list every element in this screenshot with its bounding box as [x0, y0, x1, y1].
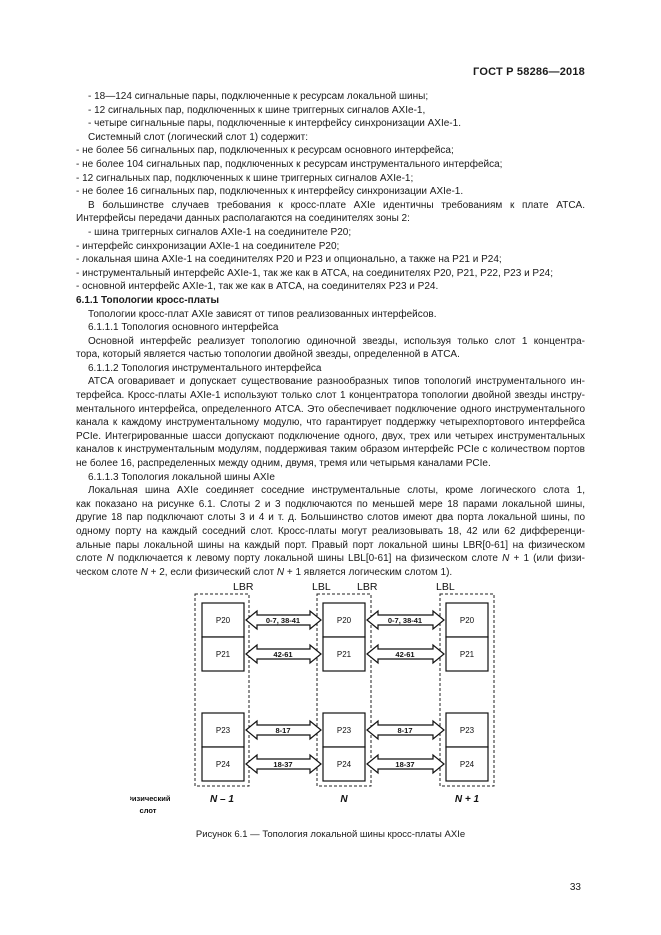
connector-label: P23	[216, 726, 231, 735]
connector-label: P24	[337, 760, 352, 769]
arrow-label: 42-61	[395, 650, 414, 659]
text-line: ческом слоте N + 2, если физический слот…	[76, 566, 453, 578]
text-line: - четыре сигнальные пары, подключенные к…	[88, 118, 461, 130]
connector-p23	[201, 712, 245, 748]
slot-outline-left	[194, 593, 250, 787]
arrow-label: 42-61	[273, 650, 292, 659]
connector-label: P21	[216, 650, 231, 659]
body-text: - 18—124 сигнальные пары, подключенные к…	[76, 90, 585, 579]
figure-local-bus-topology: LBR LBL LBR LBL P20 P21 P23 P24 P20 P	[130, 578, 550, 823]
text-line: ATCA оговаривает и допускает существован…	[88, 376, 585, 388]
subsection-heading: 6.1.1.1 Топология основного интерфейса	[88, 322, 279, 334]
text-line: - интерфейс синхронизации AXIe-1 на соед…	[76, 240, 340, 252]
connector-p24	[445, 746, 489, 782]
label-lbr: LBR	[233, 581, 254, 593]
subsection-heading: 6.1.1.3 Топология локальной шины AXIe	[88, 471, 275, 483]
arrow-label: 0-7, 38-41	[266, 616, 300, 625]
text-line: - 12 сигнальных пар, подключенных к шине…	[88, 104, 426, 116]
text-line: - инструментальный интерфейс AXIe-1, так…	[76, 267, 554, 279]
page-number: 33	[569, 882, 581, 893]
connector-p23	[445, 712, 489, 748]
connector-p23	[322, 712, 366, 748]
slot-outline-middle	[316, 593, 372, 787]
text-line: ментального интерфейса, определенного AT…	[76, 403, 585, 415]
text-line: Локальная шина AXIe соединяет соседние и…	[88, 485, 585, 497]
physical-slot-label: слот	[140, 806, 157, 815]
connector-p24	[322, 746, 366, 782]
connector-p20	[322, 602, 366, 638]
text-line: каналов к инструментальным модулям, подд…	[76, 444, 585, 456]
connector-label: P20	[216, 616, 231, 625]
slot-number: N – 1	[210, 794, 234, 805]
subsection-heading: 6.1.1.2 Топология инструментального инте…	[88, 362, 322, 374]
text-line: канала к каждому инструментальному модул…	[76, 417, 585, 429]
slot-number: N	[340, 794, 348, 805]
bus-arrow	[245, 719, 322, 741]
text-line: - не более 56 сигнальных пар, подключенн…	[76, 145, 454, 157]
text-line: не более 16, распределенных между одним,…	[76, 458, 491, 470]
connector-p21	[322, 636, 366, 672]
bus-arrow	[245, 609, 322, 631]
bus-arrow	[366, 643, 445, 665]
text-line: - основной интерфейс AXIe-1, так же как …	[76, 281, 439, 293]
text-line: - 18—124 сигнальные пары, подключенные к…	[88, 91, 429, 102]
connector-label: P23	[337, 726, 352, 735]
connector-label: P21	[460, 650, 475, 659]
arrow-label: 8-17	[397, 726, 412, 735]
arrow-label: 18-37	[395, 760, 414, 769]
connector-p21	[445, 636, 489, 672]
text-line: тора, который является частью топологии …	[76, 349, 460, 361]
topology-diagram: LBR LBL LBR LBL P20 P21 P23 P24 P20 P	[130, 581, 495, 815]
text-line: Интерфейсы передачи данных располагаются…	[76, 213, 410, 225]
text-line: как показано на рисунке 6.1. Слоты 2 и 3…	[76, 498, 585, 510]
label-lbl: LBL	[436, 581, 455, 593]
connector-label: P24	[460, 760, 475, 769]
bus-arrow	[366, 719, 445, 741]
text-line: - 12 сигнальных пар, подключенных к шине…	[76, 172, 414, 184]
connector-label: P20	[337, 616, 352, 625]
text-line: одному порту на каждый соседний слот. Кр…	[76, 526, 585, 537]
connector-label: P21	[337, 650, 352, 659]
label-lbl: LBL	[312, 581, 331, 593]
arrow-label: 8-17	[275, 726, 290, 735]
text-line: - не более 104 сигнальных пар, подключен…	[76, 158, 503, 170]
text-line: В большинстве случаев требования к кросс…	[88, 199, 585, 211]
arrow-label: 18-37	[273, 760, 292, 769]
text-line: слоте N подключается к левому порту лока…	[76, 553, 585, 565]
text-line: Топологии кросс-плат AXIe зависят от тип…	[88, 308, 437, 320]
text-line: Системный слот (логический слот 1) содер…	[88, 131, 308, 143]
connector-label: P23	[460, 726, 475, 735]
slot-number: N + 1	[455, 794, 480, 805]
text-line: другие 18 пар подключают слоты 3 и 4 и т…	[76, 512, 585, 524]
bus-arrow	[366, 753, 445, 775]
bus-arrow	[366, 609, 445, 631]
text-line: PCIe. Интегрированные шасси допускают по…	[76, 430, 585, 442]
connector-label: P20	[460, 616, 475, 625]
figure-caption: Рисунок 6.1 — Топология локальной шины к…	[195, 829, 466, 840]
text-line: - локальная шина AXIe-1 на соединителях …	[76, 254, 502, 266]
text-line: Основной интерфейс реализует топологию о…	[88, 335, 585, 347]
text-line: - не более 16 сигнальных пар, подключенн…	[76, 186, 464, 198]
document-id: ГОСТ Р 58286—2018	[473, 66, 585, 78]
text-line: терфейса. Кросс-платы AXIe-1 используют …	[76, 390, 585, 402]
bus-arrow	[245, 753, 322, 775]
text-line: - шина триггерных сигналов AXIe-1 на сое…	[88, 226, 352, 238]
arrow-label: 0-7, 38-41	[388, 616, 422, 625]
text-line: альные пары локальной шины на каждый пор…	[76, 539, 585, 551]
connector-p21	[201, 636, 245, 672]
physical-slot-label: Физический	[130, 794, 171, 803]
label-lbr: LBR	[357, 581, 378, 593]
section-heading: 6.1.1 Топологии кросс-платы	[76, 294, 220, 306]
slot-outline-right	[439, 593, 495, 787]
bus-arrow	[245, 643, 322, 665]
connector-label: P24	[216, 760, 231, 769]
connector-p24	[201, 746, 245, 782]
